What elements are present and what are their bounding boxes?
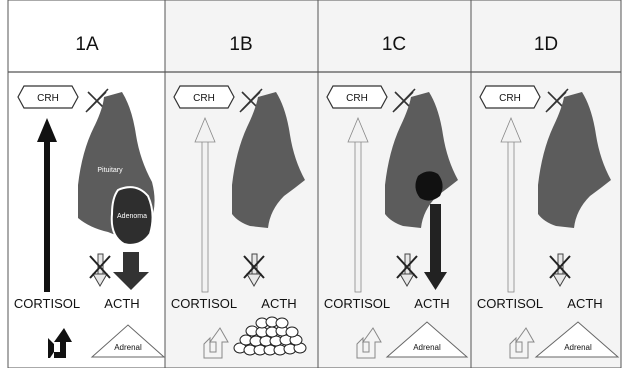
acth-label: ACTH (414, 296, 449, 311)
adrenal-label: Adrenal (114, 343, 142, 352)
adenoma-label: Adenoma (117, 213, 147, 220)
panel-a-title: 1A (75, 34, 99, 55)
acth-label: ACTH (567, 296, 602, 311)
crh-box: CRH (18, 86, 78, 108)
cortisol-label: CORTISOL (14, 296, 80, 311)
cortisol-label: CORTISOL (477, 296, 543, 311)
crh-box: CRH (174, 86, 234, 108)
ectopic-tumor-shape (415, 171, 442, 200)
panel-b-title: 1B (229, 34, 252, 55)
adrenal-label: Adrenal (413, 343, 441, 352)
cortisol-label: CORTISOL (324, 296, 390, 311)
crh-box: CRH (327, 86, 387, 108)
adrenal-label: Adrenal (564, 343, 592, 352)
crh-box: CRH (480, 86, 540, 108)
panel-d-title: 1D (534, 34, 558, 55)
crh-label: CRH (346, 93, 368, 104)
crh-label: CRH (499, 93, 521, 104)
acth-label: ACTH (261, 296, 296, 311)
acth-label: ACTH (104, 296, 139, 311)
pituitary-label: Pituitary (97, 167, 123, 174)
cortisol-label: CORTISOL (171, 296, 237, 311)
crh-label: CRH (37, 93, 59, 104)
crh-label: CRH (193, 93, 215, 104)
panel-c-title: 1C (382, 34, 406, 55)
